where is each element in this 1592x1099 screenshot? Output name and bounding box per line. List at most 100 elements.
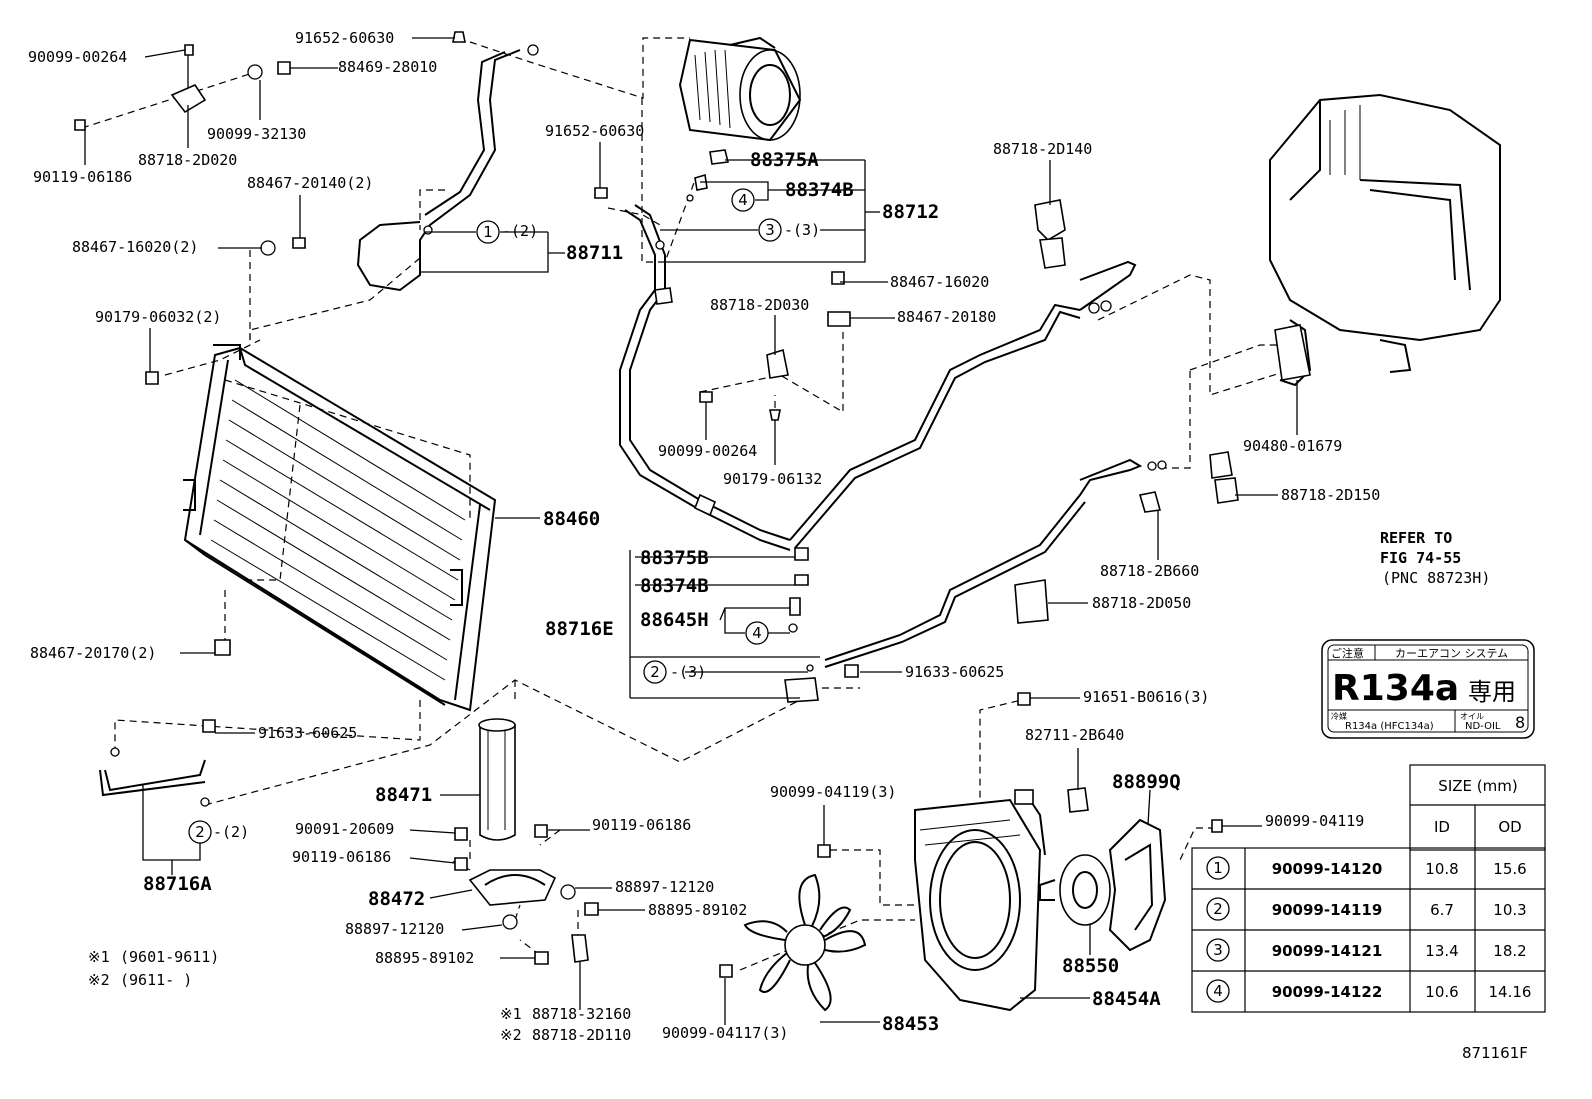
figure-id: 871161F <box>1462 1044 1528 1062</box>
label-88716A: 88716A <box>143 873 212 895</box>
label-88711: 88711 <box>566 242 623 264</box>
compressor <box>678 36 802 142</box>
label-88454A: 88454A <box>1092 988 1161 1010</box>
note-1-range: (9601-9611) <box>120 948 219 966</box>
marker-4-88645H: 4 <box>752 624 762 642</box>
shroud-88454A <box>914 798 1042 1012</box>
table-row-4-marker: 4 <box>1213 982 1223 1000</box>
label-88460: 88460 <box>543 508 600 530</box>
leader-lines <box>84 37 1298 1025</box>
table-row-1-id: 10.8 <box>1425 860 1458 878</box>
label-88718-2B660: 88718-2B660 <box>1100 562 1199 580</box>
motor-88550 <box>1014 789 1111 926</box>
label-88467-20180: 88467-20180 <box>897 308 996 326</box>
tube-88716E <box>789 260 1167 668</box>
label-90099-04119: 90099-04119 <box>1265 812 1364 830</box>
table-row-1-od: 15.6 <box>1493 860 1526 878</box>
label-88453: 88453 <box>882 1013 939 1035</box>
label-88375B: 88375B <box>640 547 709 569</box>
label-88645H: 88645H <box>640 609 709 631</box>
label-88467-20140-2: 88467-20140(2) <box>247 174 373 192</box>
label-qty-3-3: -(3) <box>784 221 820 239</box>
label-88374B-a: 88374B <box>785 179 854 201</box>
note-1-mark: ※1 <box>88 948 110 966</box>
table-row-3-od: 18.2 <box>1493 942 1526 960</box>
label-88374B-b: 88374B <box>640 575 709 597</box>
refer-line-3: (PNC 88723H) <box>1382 569 1490 587</box>
refrigerant-caution-label: ご注意 カーエアコン システム R134a 専用 冷媒 R134a (HFC13… <box>1321 639 1535 739</box>
hose-88711 <box>356 44 539 292</box>
size-table-col-od: OD <box>1498 818 1521 836</box>
label-88467-16020-2: 88467-16020(2) <box>72 238 198 256</box>
label-90099-32130: 90099-32130 <box>207 125 306 143</box>
label-90099-00264-a: 90099-00264 <box>28 48 127 66</box>
label-90099-04117-3: 90099-04117(3) <box>662 1024 788 1042</box>
label-91651-B0616-3: 91651-B0616(3) <box>1083 688 1209 706</box>
size-table-col-id: ID <box>1434 818 1450 836</box>
cover-88899Q <box>1108 818 1167 952</box>
refer-line-2: FIG 74-55 <box>1380 549 1461 567</box>
label-88718-2D140: 88718-2D140 <box>993 140 1092 158</box>
caution-oil: ND-OIL <box>1465 721 1501 732</box>
label-88895-89102-a: 88895-89102 <box>648 901 747 919</box>
evaporator-unit <box>1269 93 1501 387</box>
label-88718-32160: 88718-32160 <box>532 1005 631 1023</box>
label-88375A: 88375A <box>750 149 819 171</box>
caution-oil-label: オイル <box>1460 712 1484 721</box>
refer-line-1: REFER TO <box>1380 529 1452 547</box>
label-91652-60630-b: 91652-60630 <box>545 122 644 140</box>
table-row-4-od: 14.16 <box>1489 983 1532 1001</box>
label-88718-2D020: 88718-2D020 <box>138 151 237 169</box>
label-90119-06186-b: 90119-06186 <box>592 816 691 834</box>
circled-markers: 1 4 3 4 2 2 <box>188 188 782 844</box>
table-row-1-marker: 1 <box>1213 859 1223 877</box>
note-2-mark: ※2 <box>88 971 110 989</box>
ref-mark-2: ※2 <box>500 1026 522 1044</box>
label-90179-06032-2: 90179-06032(2) <box>95 308 221 326</box>
table-row-1-part: 90099-14120 <box>1272 860 1383 878</box>
label-88467-20170-2: 88467-20170(2) <box>30 644 156 662</box>
ref-mark-1: ※1 <box>500 1005 522 1023</box>
label-90099-00264-b: 90099-00264 <box>658 442 757 460</box>
table-row-2-part: 90099-14119 <box>1272 901 1383 919</box>
label-qty-2-3: -(3) <box>670 663 706 681</box>
label-88471: 88471 <box>375 784 432 806</box>
caution-refrigerant-small-label: 冷媒 <box>1331 711 1347 721</box>
label-88897-12120-b: 88897-12120 <box>345 920 444 938</box>
label-88718-2D030: 88718-2D030 <box>710 296 809 314</box>
caution-system: カーエアコン システム <box>1395 647 1508 660</box>
label-90099-04119-3: 90099-04119(3) <box>770 783 896 801</box>
label-qty-1-2: -(2) <box>502 222 538 240</box>
caution-refrigerant-small: R134a (HFC134a) <box>1345 721 1434 732</box>
label-88467-16020: 88467-16020 <box>890 273 989 291</box>
table-row-3-id: 13.4 <box>1425 942 1458 960</box>
condenser-88460 <box>183 344 497 712</box>
label-90119-06186-a: 90119-06186 <box>33 168 132 186</box>
part-labels: 90099-00264 91652-60630 88469-28010 9009… <box>28 29 1380 1044</box>
marker-4-88374B: 4 <box>738 191 748 209</box>
caution-oil-num: 8 <box>1515 713 1525 732</box>
table-row-2-marker: 2 <box>1213 900 1223 918</box>
label-91633-60625-b: 91633-60625 <box>905 663 1004 681</box>
size-table-title: SIZE (mm) <box>1438 777 1517 795</box>
bracket-88472 <box>468 869 557 906</box>
table-row-4-part: 90099-14122 <box>1272 983 1383 1001</box>
label-88897-12120-a: 88897-12120 <box>615 878 714 896</box>
label-88550: 88550 <box>1062 955 1119 977</box>
label-91652-60630-a: 91652-60630 <box>295 29 394 47</box>
label-88895-89102-b: 88895-89102 <box>375 949 474 967</box>
table-row-2-id: 6.7 <box>1430 901 1454 919</box>
caution-text: ご注意 <box>1331 646 1364 660</box>
table-row-3-part: 90099-14121 <box>1272 942 1383 960</box>
marker-1-hose-88711: 1 <box>483 223 493 241</box>
table-row-4-id: 10.6 <box>1425 983 1458 1001</box>
label-88718-2D150: 88718-2D150 <box>1281 486 1380 504</box>
receiver-88471 <box>478 718 516 841</box>
label-91633-60625-a: 91633-60625 <box>258 724 357 742</box>
label-88718-2D050: 88718-2D050 <box>1092 594 1191 612</box>
label-90091-20609: 90091-20609 <box>295 820 394 838</box>
label-88712: 88712 <box>882 201 939 223</box>
label-88472: 88472 <box>368 888 425 910</box>
label-qty-2-2: -(2) <box>213 823 249 841</box>
small-parts <box>74 31 1311 978</box>
